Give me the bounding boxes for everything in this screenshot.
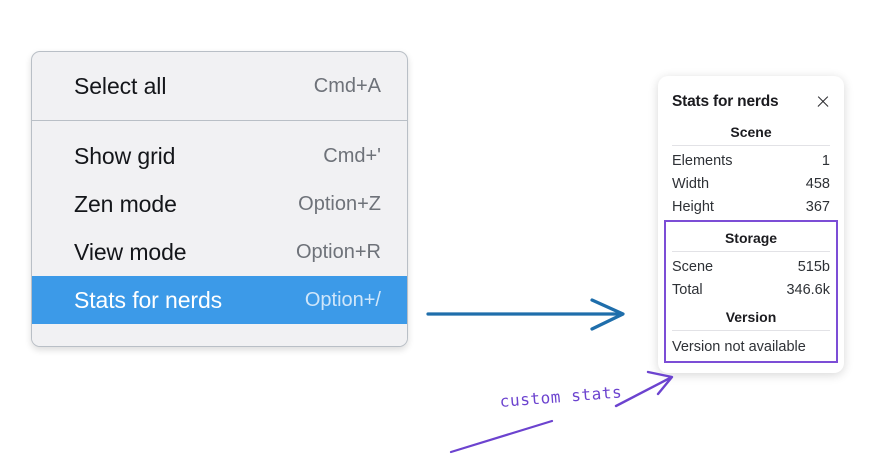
stat-key: Total — [672, 282, 703, 298]
menu-group-2: Show grid Cmd+' Zen mode Option+Z View m… — [32, 121, 407, 324]
context-menu: Select all Cmd+A Show grid Cmd+' Zen mod… — [31, 51, 408, 347]
stat-row: Scene 515b — [672, 255, 830, 278]
menu-item-label: Show grid — [74, 142, 176, 169]
stat-key: Height — [672, 199, 714, 215]
menu-item-shortcut: Cmd+' — [323, 144, 381, 167]
menu-item-label: Stats for nerds — [74, 286, 223, 313]
divider — [672, 251, 830, 252]
stat-value: 346.6k — [786, 282, 830, 298]
menu-item-show-grid[interactable]: Show grid Cmd+' — [32, 132, 407, 180]
stats-body: Scene Elements 1 Width 458 Height 367 St… — [658, 116, 844, 363]
version-section-heading: Version — [725, 309, 777, 325]
stat-value: 367 — [805, 199, 830, 215]
menu-item-shortcut: Option+Z — [298, 192, 381, 215]
stat-row: Total 346.6k — [672, 278, 830, 301]
menu-item-label: Select all — [74, 72, 167, 99]
menu-item-label: Zen mode — [74, 190, 177, 217]
menu-footer-spacer — [32, 324, 407, 346]
close-icon[interactable] — [815, 94, 831, 110]
scene-section-heading: Scene — [730, 124, 772, 140]
stat-value: 1 — [821, 153, 830, 169]
stat-row: Width 458 — [672, 172, 830, 195]
panel-title: Stats for nerds — [672, 93, 779, 110]
stat-value: 515b — [797, 259, 830, 275]
divider — [672, 145, 830, 146]
scene-section: Scene Elements 1 Width 458 Height 367 — [672, 116, 830, 218]
stat-value: 458 — [805, 176, 830, 192]
storage-section-heading: Storage — [724, 230, 778, 246]
panel-header: Stats for nerds — [658, 88, 844, 116]
menu-item-label: View mode — [74, 238, 187, 265]
stat-key: Width — [672, 176, 710, 192]
menu-group-1: Select all Cmd+A — [32, 52, 407, 121]
menu-item-select-all[interactable]: Select all Cmd+A — [32, 62, 407, 110]
menu-item-shortcut: Option+R — [295, 240, 381, 263]
stat-key: Elements — [672, 153, 733, 169]
stat-row: Height 367 — [672, 195, 830, 218]
version-text: Version not available — [672, 339, 806, 355]
menu-item-stats-for-nerds[interactable]: Stats for nerds Option+/ — [32, 276, 407, 324]
version-section: Version Version not available — [672, 301, 830, 357]
menu-item-shortcut: Cmd+A — [313, 74, 381, 97]
stat-key: Scene — [672, 259, 714, 275]
menu-item-view-mode[interactable]: View mode Option+R — [32, 228, 407, 276]
divider — [672, 330, 830, 331]
custom-stats-annotation-label: custom stats — [499, 382, 623, 411]
stat-row: Elements 1 — [672, 149, 830, 172]
custom-stats-highlight-box: Storage Scene 515b Total 346.6k Version … — [664, 220, 838, 363]
purple-tail-stroke — [449, 419, 554, 454]
storage-section: Storage Scene 515b Total 346.6k — [672, 222, 830, 301]
stats-for-nerds-panel: Stats for nerds Scene Elements 1 Width 4… — [658, 76, 844, 373]
menu-item-shortcut: Option+/ — [304, 288, 381, 311]
menu-item-zen-mode[interactable]: Zen mode Option+Z — [32, 180, 407, 228]
purple-arrow — [614, 370, 674, 408]
blue-arrow — [426, 298, 625, 331]
